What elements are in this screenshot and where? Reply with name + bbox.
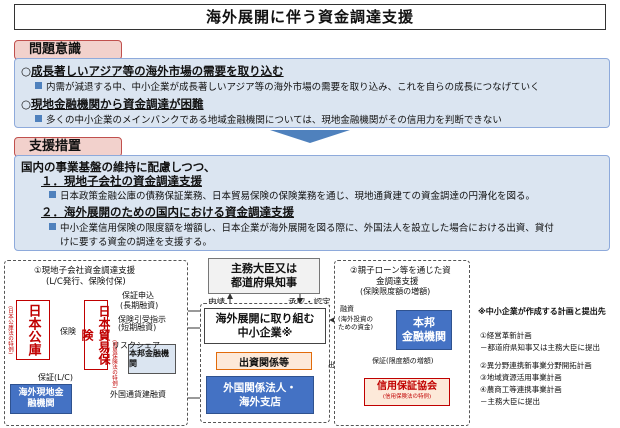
measure-detail-2b: けに要する資金の調達を支援する。 [60,237,213,248]
note-4: ④農商工等連携事業計画 [480,385,562,394]
guarantee-apply-sub: (長期融資) [120,301,159,310]
sme-box: 海外展開に取り組む 中小企業※ [204,308,326,344]
circle-bullet-icon: ○ [21,64,32,78]
problem-heading-2: ○現地金融機関から資金調達が困難 [21,97,204,111]
loan-label: 融資 [340,305,354,313]
circle-bullet-icon: ○ [21,97,32,111]
left-box-title: ①現地子会社資金調達支援 [34,266,136,276]
problem-panel: ○成長著しいアジア等の海外市場の需要を取り込む 内需が減退する中、中小企業が成長… [14,58,610,128]
note-2: ②異分野連携新事業分野開拓計画 [480,361,592,370]
left-box-subtitle: (L/C発行、保険付保) [46,277,126,287]
square-bullet-icon [35,82,42,89]
credit-box: 信用保証協会 (信用保険法の特例) [364,378,450,406]
insurance-underwrite-sub: (短期融資) [118,323,157,332]
note-3: ③地域資源活用事業計画 [480,373,562,382]
jfc-box: 日本公庫 [16,300,50,360]
foreign-box: 外国関係法人・ 海外支店 [206,376,314,414]
guarantee-apply-label: 保証申込 [122,291,154,300]
measures-lead: 国内の事業基盤の維持に配慮しつつ、 [21,160,216,174]
square-bullet-icon [49,223,56,230]
insurance-underwrite-label: 保険引受指示 [118,315,166,324]
note-1: ①経営革新計画 [480,331,532,340]
domestic-bank-left-box: 本邦金融機関 [128,344,176,374]
related-box: 出資関係等 [216,352,312,370]
problem-heading-1: ○成長著しいアジア等の海外市場の需要を取り込む [21,64,284,78]
loan-sub-2: ための資金) [338,323,374,331]
page-title: 海外展開に伴う資金調達支援 [14,4,606,30]
note-4b: －主務大臣に提出 [480,397,540,406]
local-currency-loan-label: 外国通貨建融資 [110,390,166,399]
square-bullet-icon [49,191,56,198]
right-box-title-1: ②親子ローン等を通じた資 [350,266,451,276]
problem-detail-2: 多くの中小企業のメインバンクである地域金融機関については、現地金融機関がその信用… [35,112,502,126]
jfc-sub: (日本公庫法の特例) [7,306,13,355]
guarantee-limit-label: 保証(限度額の増額) [372,357,434,365]
loan-sub-1: (海外投資の [338,315,374,323]
local-bank-box: 海外現地金融機関 [10,384,72,414]
right-box-subtitle: (保険限度額の増額) [360,287,431,296]
minister-box: 主務大臣又は 都道府県知事 [208,258,320,294]
guarantee-lc-label: 保証(L/C) [38,373,73,382]
problem-detail-1: 内需が減退する中、中小企業が成長著しいアジア等の海外市場の需要を取り込み、これを… [35,79,540,93]
domestic-bank-right-box: 本邦 金融機関 [396,310,452,350]
notes-title: ※中小企業が作成する計画と提出先 [478,307,606,316]
right-box-title-2: 金調達支援 [376,277,419,287]
measure-heading-2: ２．海外展開のための国内における資金調達支援 [41,205,294,219]
measures-panel: 国内の事業基盤の維持に配慮しつつ、 １．現地子会社の資金調達支援 日本政策金融公… [14,155,610,251]
nexi-box: 日本貿易保険 [80,300,111,370]
problem-tag: 問題意識 [14,40,122,60]
down-arrow-icon [270,130,350,143]
measure-heading-1: １．現地子会社の資金調達支援 [41,174,202,188]
measure-detail-1: 日本政策金融公庫の債務保証業務、日本貿易保険の保険業務を通じ、現地通貨建ての資金… [49,188,535,202]
risk-share-label: リスクシェア [112,341,160,350]
measures-tag: 支援措置 [14,137,122,157]
square-bullet-icon [35,115,42,122]
note-1b: －都道府県知事又は主務大臣に提出 [480,343,600,352]
nexi-sub: (貿易保険法の特例) [111,340,117,389]
insurance-label: 保険 [60,327,76,336]
measure-detail-2a: 中小企業信用保険の限度額を増額し、日本企業が海外展開を図る際に、外国法人を設立し… [49,220,554,234]
